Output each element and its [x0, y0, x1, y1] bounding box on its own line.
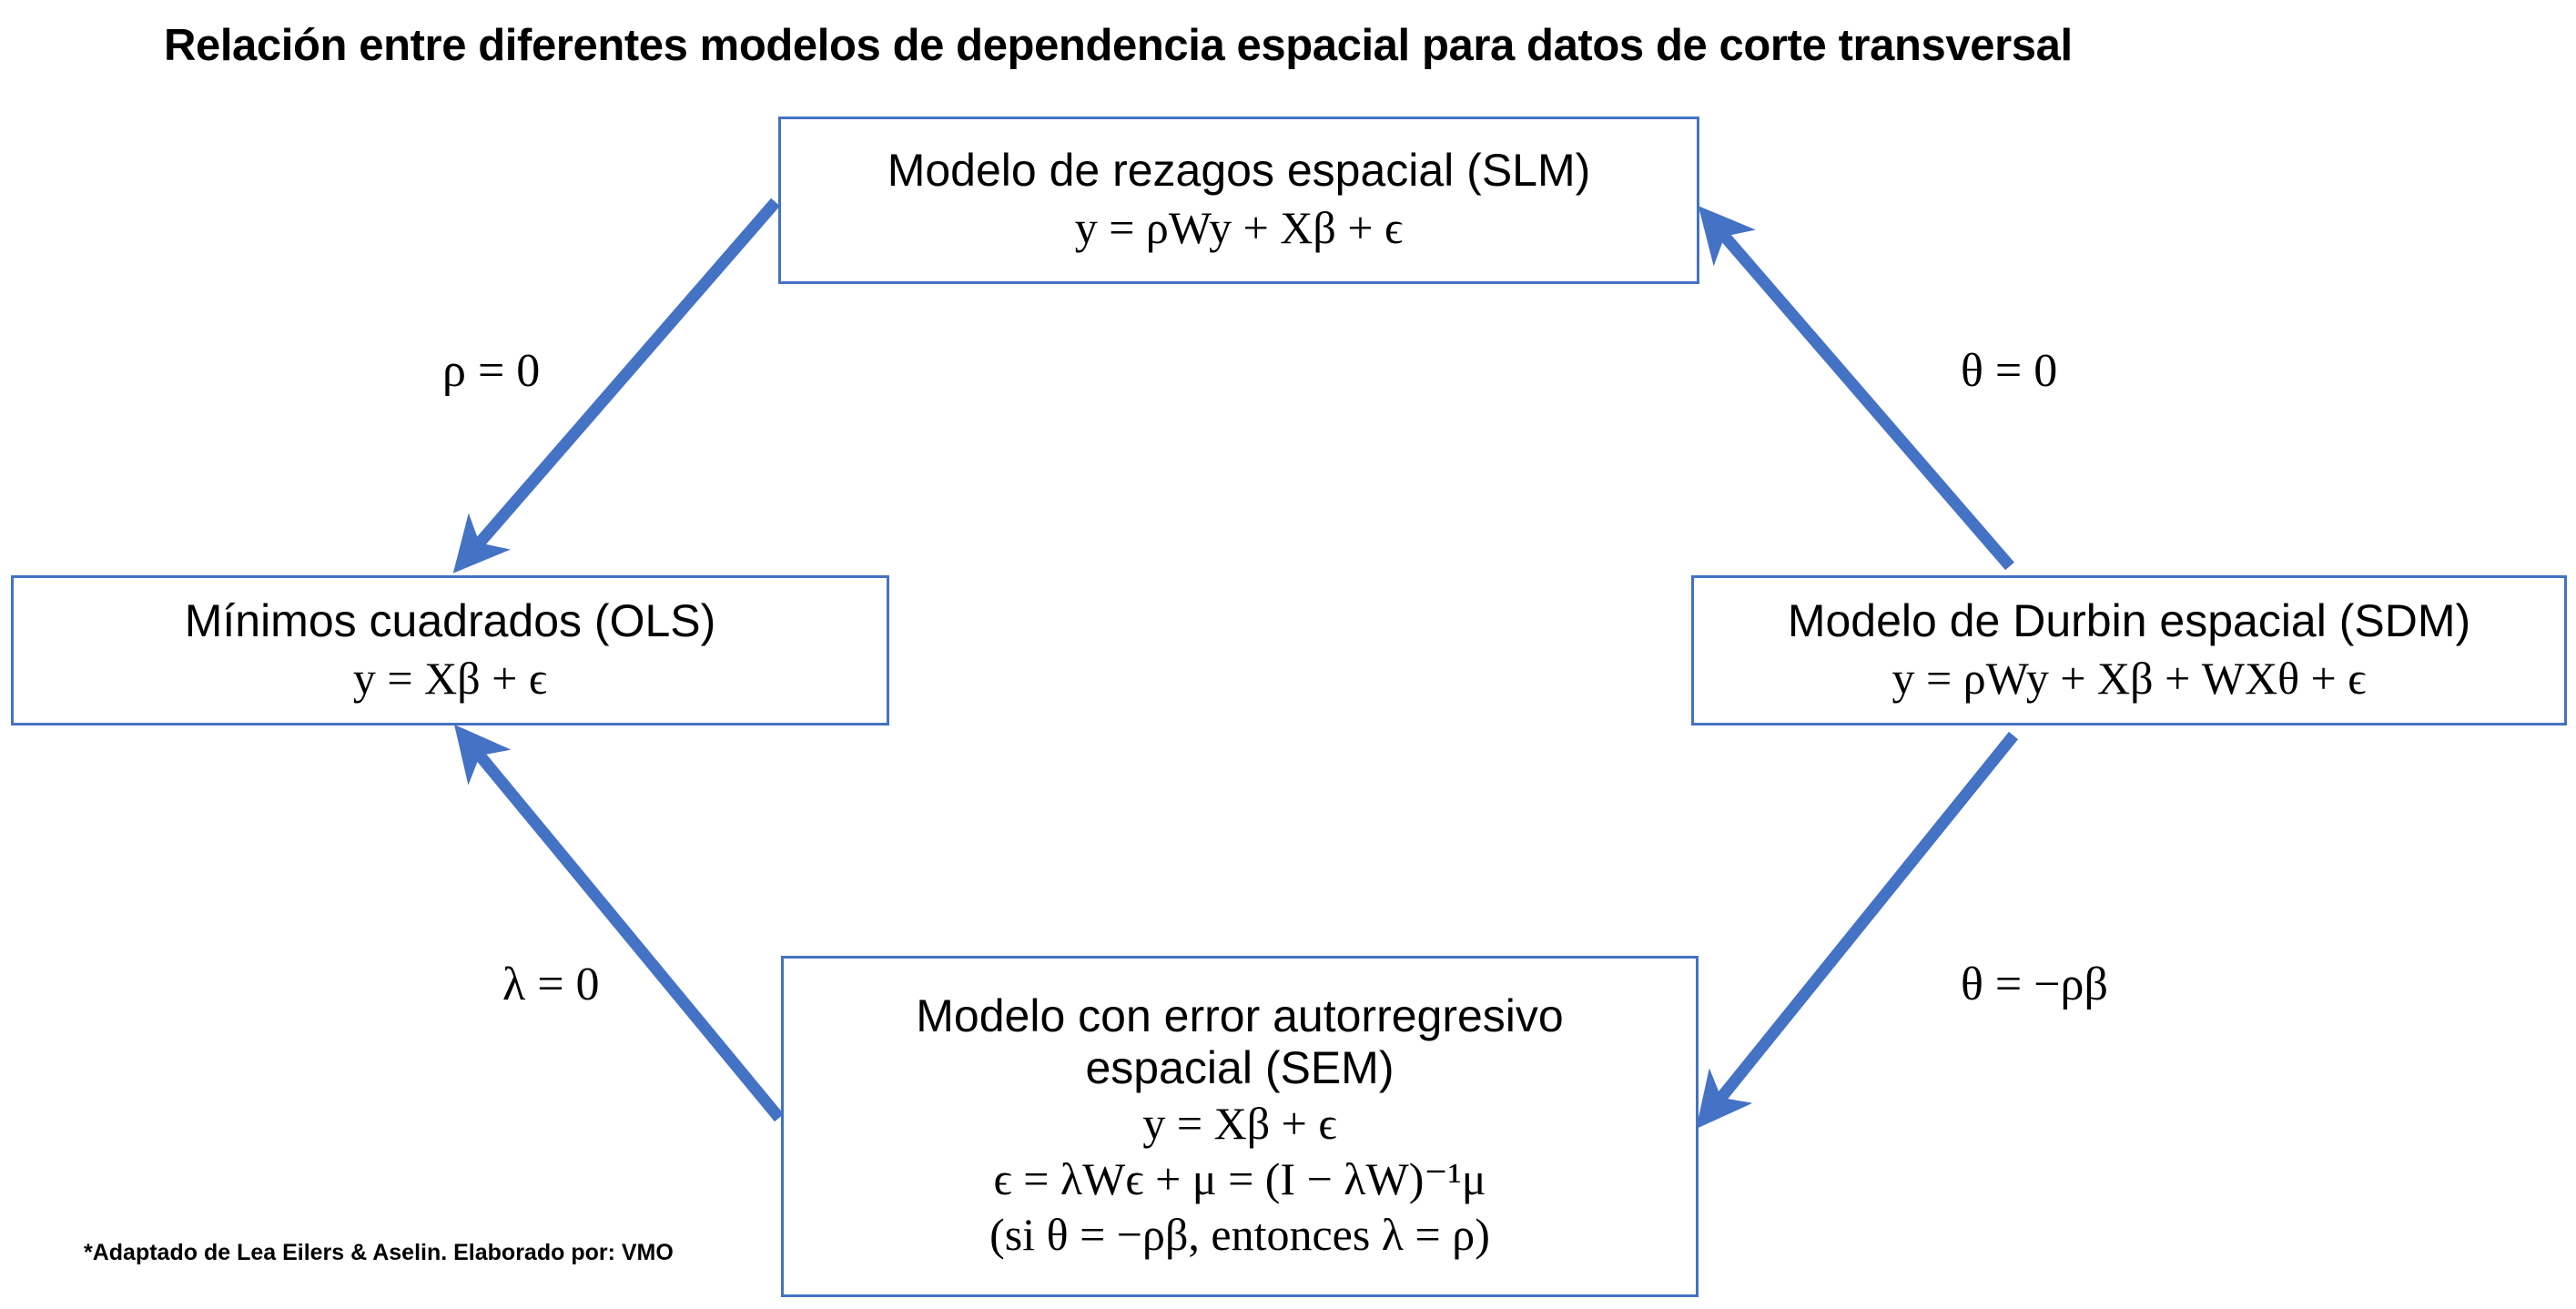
node-sem-equation-2: ϵ = λWϵ + μ = (I − λW)⁻¹μ [993, 1153, 1486, 1204]
arrow-sdm-to-sem [1696, 731, 2019, 1130]
footnote-source: *Adaptado de Lea Eilers & Aselin. Elabor… [84, 1240, 674, 1265]
node-sem-title: Modelo con error autorregresivo espacial… [916, 990, 1564, 1093]
arrow-sem-to-ols [454, 724, 785, 1122]
node-box-ols[interactable]: Mínimos cuadrados (OLS) y = Xβ + ϵ [11, 575, 889, 726]
node-box-sem[interactable]: Modelo con error autorregresivo espacial… [781, 956, 1699, 1297]
node-sdm-title: Modelo de Durbin espacial (SDM) [1787, 594, 2471, 646]
node-ols-equation: y = Xβ + ϵ [352, 652, 548, 704]
node-slm-title: Modelo de rezagos espacial (SLM) [887, 145, 1591, 196]
edge-label-sdm-to-sem: θ = −ρβ [1961, 959, 2108, 1010]
edge-label-slm-to-ols: ρ = 0 [442, 345, 541, 397]
node-slm-equation: y = ρWy + Xβ + ϵ [1074, 202, 1404, 253]
edge-label-sdm-to-slm: θ = 0 [1961, 345, 2058, 397]
node-sdm-equation: y = ρWy + Xβ + WXθ + ϵ [1891, 652, 2367, 704]
node-ols-title: Mínimos cuadrados (OLS) [184, 594, 716, 646]
edge-label-sem-to-ols: λ = 0 [502, 959, 600, 1010]
node-sem-equation-1: y = Xβ + ϵ [1142, 1098, 1337, 1149]
page-title: Relación entre diferentes modelos de dep… [164, 21, 2073, 70]
node-sem-equation-3: (si θ = −ρβ, entonces λ = ρ) [989, 1209, 1490, 1260]
node-box-sdm[interactable]: Modelo de Durbin espacial (SDM) y = ρWy … [1691, 575, 2567, 726]
node-box-slm[interactable]: Modelo de rezagos espacial (SLM) y = ρWy… [778, 117, 1699, 284]
